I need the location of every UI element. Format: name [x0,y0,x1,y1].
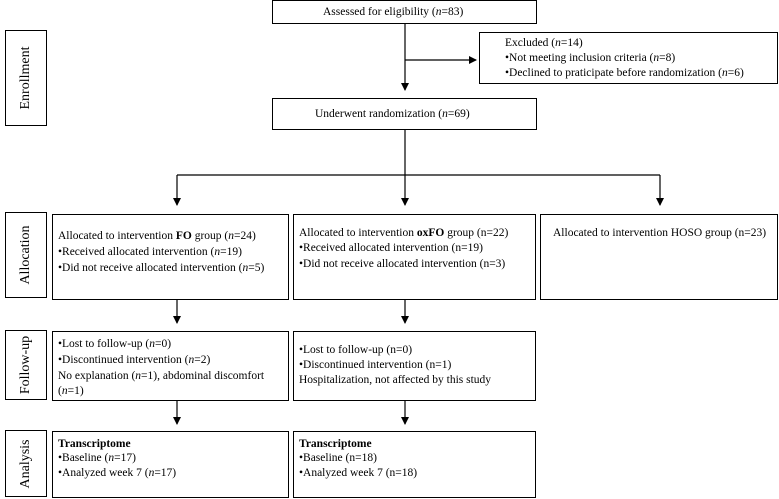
oxfo-hospitalization: Hospitalization, not affected by this st… [299,374,492,386]
fo-not-received: •Did not receive allocated intervention … [58,262,265,274]
fo-analysis-box: Transcriptome •Baseline (n=17) •Analyzed… [52,431,289,498]
fo-explanation: No explanation (n=1), abdominal discomfo… [58,370,265,382]
stage-enrollment: Enrollment [5,30,47,126]
excluded-title: Excluded (n=14) [505,37,583,49]
oxfo-allocation-box: Allocated to intervention oxFO group (n=… [293,214,536,300]
oxfo-received: •Received allocated intervention (n=19) [299,242,483,254]
oxfo-week7: •Analyzed week 7 (n=18) [299,467,418,479]
stage-allocation: Allocation [5,212,47,298]
stage-analysis-label: Analysis [18,439,33,488]
oxfo-analysis-box: Transcriptome •Baseline (n=18) •Analyzed… [293,431,536,498]
fo-baseline: •Baseline (n=17) [58,452,136,464]
excluded-line1: •Not meeting inclusion criteria (n=8) [505,52,676,64]
fo-week7: •Analyzed week 7 (n=17) [58,467,177,479]
oxfo-discontinued: •Discontinued intervention (n=1) [299,359,452,371]
fo-explanation-n: (n=1) [58,385,84,397]
eligibility-text: Assessed for eligibility (n=83) [323,6,464,18]
oxfo-allocation-title: Allocated to intervention oxFO group (n=… [299,227,509,239]
fo-lost: •Lost to follow-up (n=0) [58,338,172,350]
oxfo-lost: •Lost to follow-up (n=0) [299,344,413,356]
hoso-allocation-title: Allocated to intervention HOSO group (n=… [553,227,767,239]
oxfo-followup-box: •Lost to follow-up (n=0) •Discontinued i… [293,331,536,401]
oxfo-transcriptome: Transcriptome [299,438,372,450]
excluded-line2: •Declined to praticipate before randomiz… [505,67,744,79]
randomization-text: Underwent randomization (n=69) [315,108,470,120]
fo-transcriptome: Transcriptome [58,438,131,450]
fo-received: •Received allocated intervention (n=19) [58,246,242,258]
fo-discontinued: •Discontinued intervention (n=2) [58,354,211,366]
eligibility-box: Assessed for eligibility (n=83) [272,0,537,24]
fo-allocation-box: Allocated to intervention FO group (n=24… [52,214,289,300]
stage-analysis: Analysis [5,430,47,497]
randomization-box: Underwent randomization (n=69) [272,98,537,130]
stage-followup-label: Follow-up [18,335,33,395]
excluded-box: Excluded (n=14) •Not meeting inclusion c… [479,32,778,84]
fo-allocation-title: Allocated to intervention FO group (n=24… [58,230,256,242]
stage-followup: Follow-up [5,330,47,400]
stage-allocation-label: Allocation [18,225,33,285]
fo-followup-box: •Lost to follow-up (n=0) •Discontinued i… [52,331,289,401]
oxfo-baseline: •Baseline (n=18) [299,452,377,464]
hoso-allocation-box: Allocated to intervention HOSO group (n=… [540,214,778,300]
oxfo-not-received: •Did not receive allocated intervention … [299,258,506,270]
stage-enrollment-label: Enrollment [18,46,33,110]
